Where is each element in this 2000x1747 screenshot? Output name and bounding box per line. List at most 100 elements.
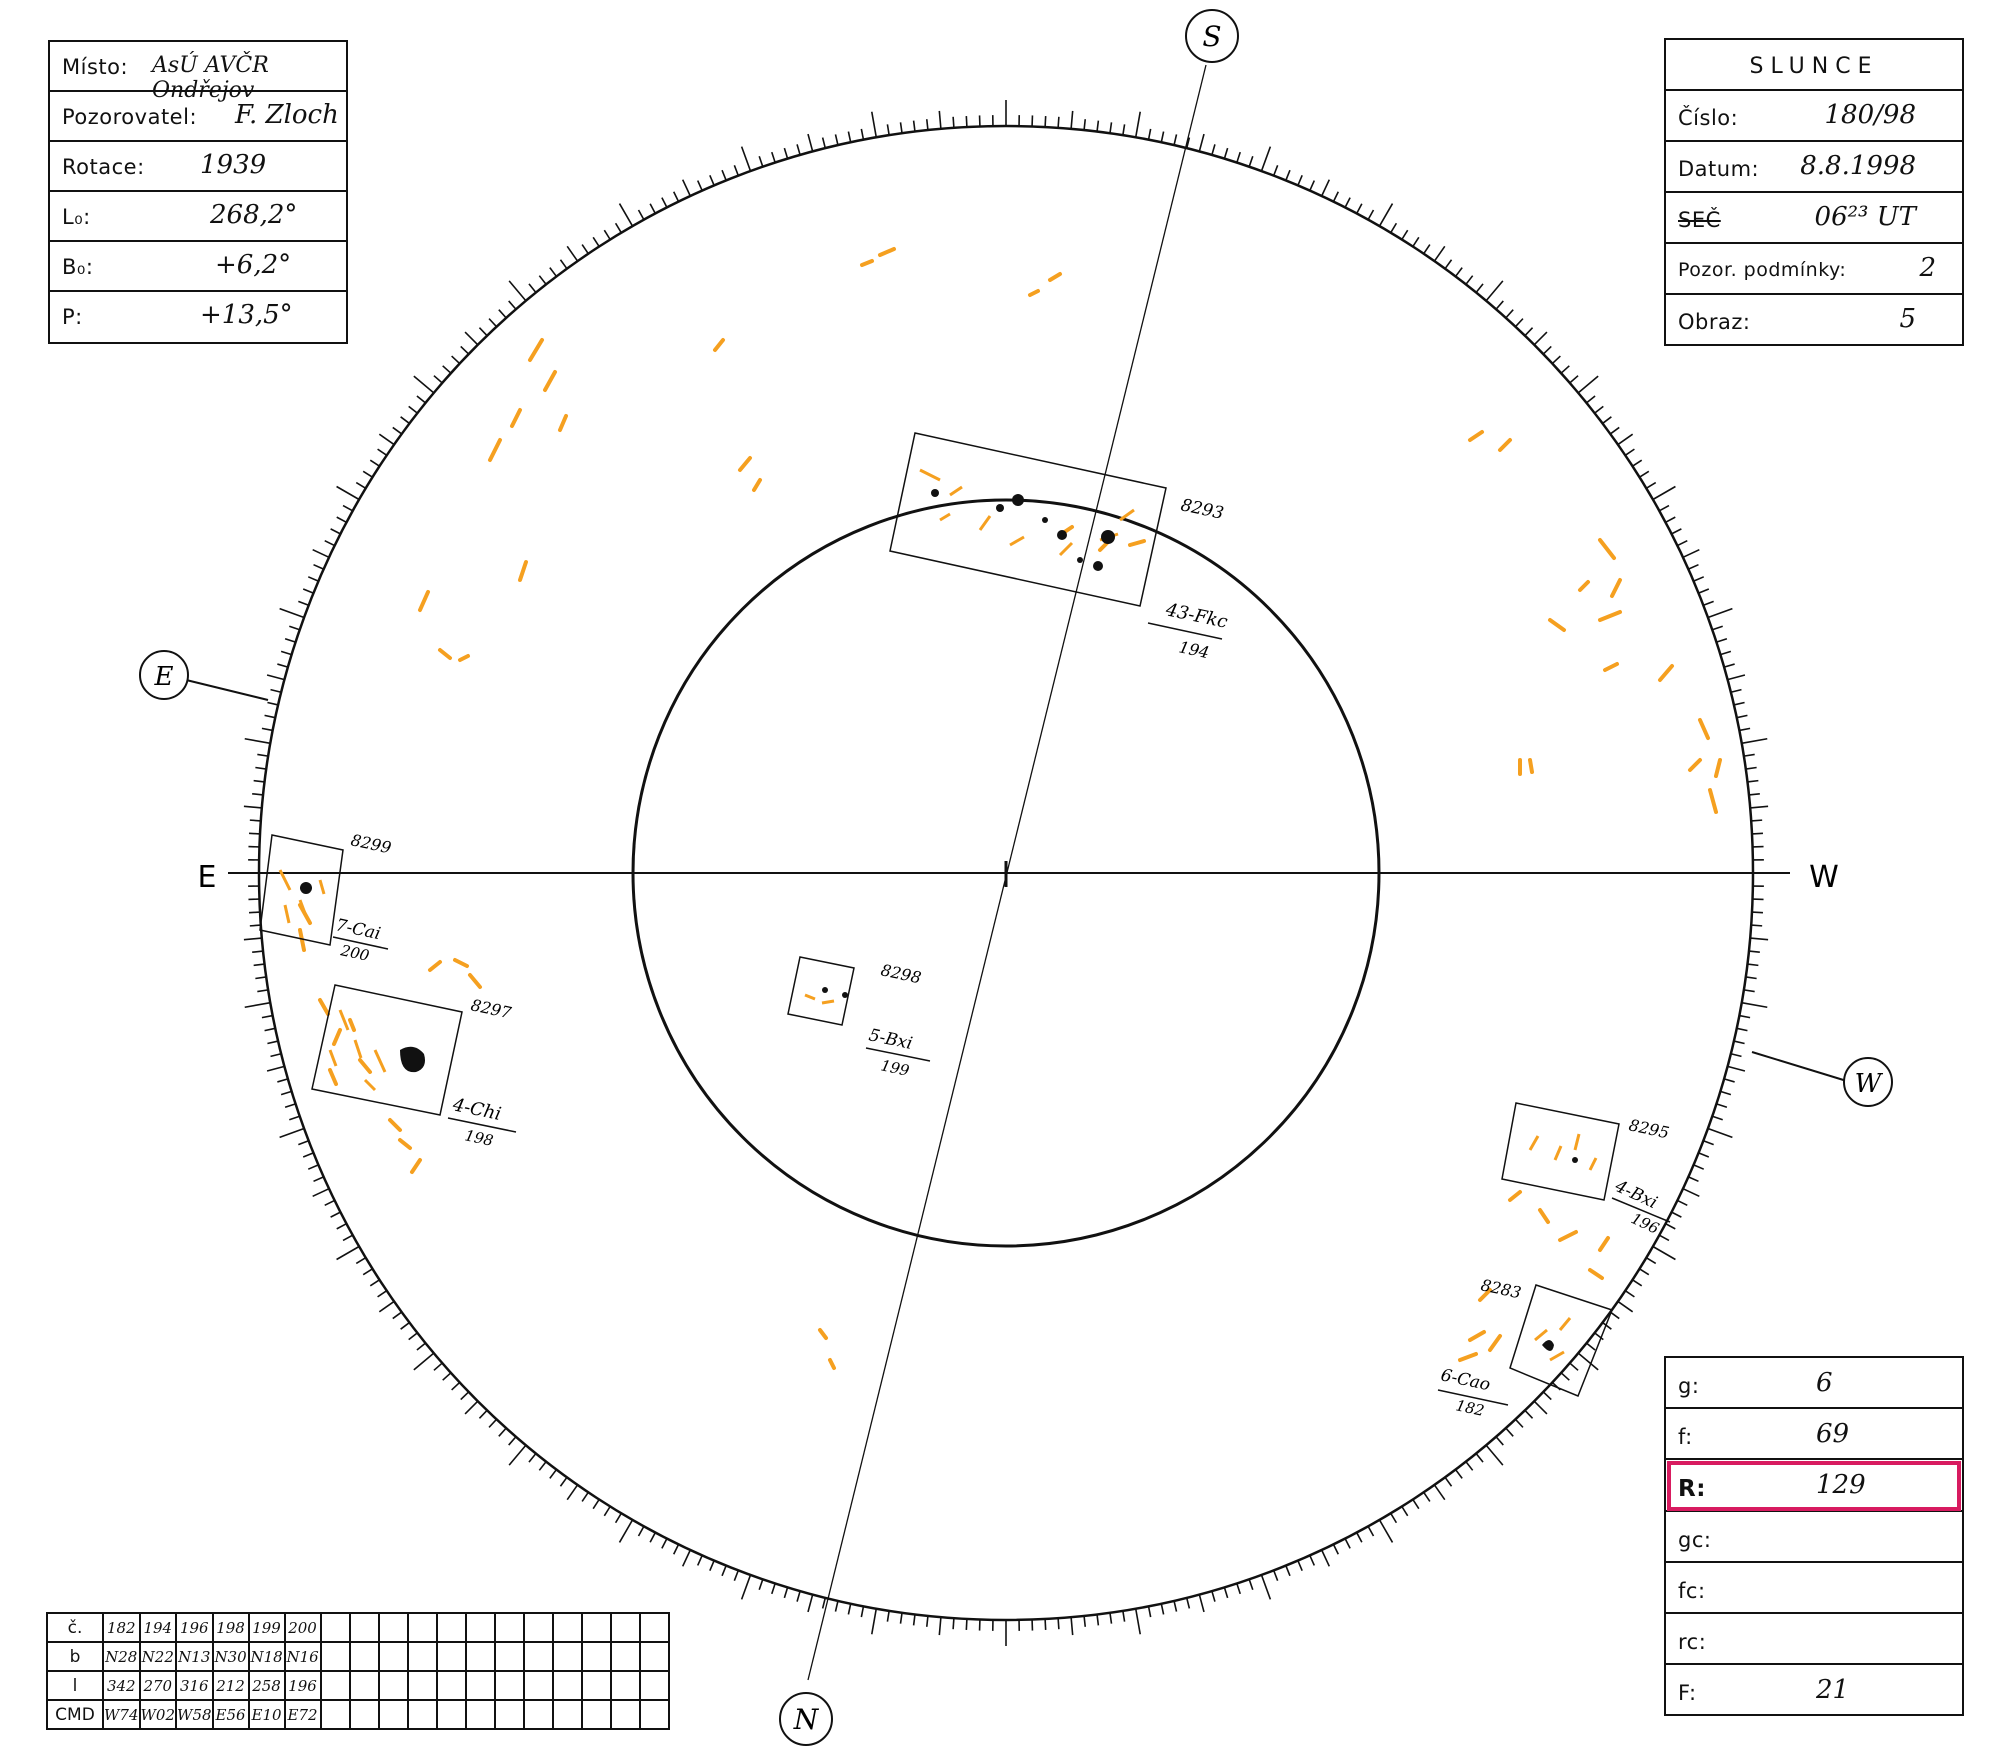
degree-tick [1677,1199,1688,1207]
degree-tick [721,1565,727,1577]
degree-tick [442,1372,452,1381]
table-cell [609,1670,641,1701]
degree-tick [1577,1352,1599,1371]
degree-tick [264,1027,276,1032]
degree-tick [413,1352,435,1371]
table-cell: 199 [247,1612,286,1643]
degree-tick [1698,1152,1710,1158]
degree-tick [1658,504,1670,512]
degree-tick [255,766,267,770]
degree-tick [538,275,547,285]
f-value: 69 [1816,1419,1850,1450]
degree-tick [312,548,330,559]
degree-tick [277,1078,289,1083]
degree-tick [1747,963,1759,967]
degree-tick [1454,1469,1463,1479]
degree-tick [1751,924,1763,927]
degree-tick [252,792,264,796]
degree-tick [342,504,354,512]
degree-tick [302,588,314,594]
table-cell: E72 [283,1699,322,1730]
table-cell [609,1641,641,1672]
degree-tick [1707,607,1733,619]
svg-text:199: 199 [879,1056,911,1080]
table-cell [580,1670,612,1701]
south-marker: S [1185,9,1239,63]
f-row: f: 69 [1666,1409,1962,1461]
degree-tick [1748,792,1760,796]
date-value: 8.8.1998 [1800,151,1916,181]
degree-tick [1723,663,1735,668]
degree-tick [289,625,300,631]
ff-label: F: [1678,1681,1697,1706]
degree-tick [581,1491,589,1502]
degree-tick [821,1597,827,1609]
east-label: E [198,860,217,895]
degree-tick [952,116,955,128]
degree-tick [740,146,752,172]
degree-tick [1355,203,1363,214]
degree-tick [400,1321,410,1330]
r-row-highlighted: R: 129 [1666,1460,1962,1512]
degree-tick [1551,355,1561,365]
degree-tick [1682,548,1700,559]
region-8298: 8298 5-Bxi 199 [787,956,931,1080]
table-cell: 258 [247,1670,286,1701]
degree-tick [1716,638,1728,643]
table-cell: N16 [283,1641,322,1672]
r-label: R: [1678,1476,1706,1503]
degree-tick [355,481,367,489]
degree-tick [1586,395,1596,404]
degree-tick [416,1342,426,1351]
degree-tick [1730,688,1742,694]
degree-tick [1609,1311,1620,1320]
table-cell [348,1612,380,1643]
region-8295: 8295 4-Bxi 196 [1501,1102,1671,1238]
degree-tick [681,179,692,197]
degree-tick [834,1600,839,1612]
table-cell [406,1670,438,1701]
ecliptic-east-line [177,677,269,701]
degree-tick [1272,165,1279,176]
degree-tick [1401,229,1409,240]
conditions-row: Pozor. podmínky: 2 [1666,244,1962,295]
degree-tick [330,528,341,535]
degree-tick [413,375,435,394]
table-cell [348,1641,380,1672]
degree-tick [1465,275,1474,285]
degree-tick [1727,1065,1746,1072]
table-cell [638,1670,670,1701]
table-cell [377,1641,409,1672]
degree-tick [1542,1391,1552,1401]
degree-tick [1745,766,1757,770]
degree-tick [378,1300,395,1313]
degree-tick [1185,137,1191,149]
degree-tick [1632,459,1643,467]
degree-tick [1378,203,1394,227]
degree-tick [249,924,261,927]
degree-tick [253,779,265,783]
date-label: Datum: [1678,157,1760,181]
degree-tick [783,147,789,159]
degree-tick [255,976,267,980]
svg-text:8299: 8299 [349,830,393,857]
degree-tick [324,539,335,547]
degree-tick [508,1444,527,1466]
degree-tick [1609,426,1620,435]
degree-tick [369,1279,380,1287]
ff-row: F: 21 [1666,1665,1962,1716]
degree-tick [1747,779,1759,783]
degree-tick [1712,625,1723,631]
rotation-label: Rotace: [62,155,145,179]
degree-tick [478,1409,488,1419]
degree-tick [1586,1342,1596,1351]
degree-tick [1122,1610,1126,1622]
degree-tick [771,1583,776,1595]
table-cell [551,1699,583,1730]
degree-tick [1444,259,1453,270]
degree-tick [1378,1519,1394,1543]
degree-tick [1750,937,1769,941]
degree-tick [1703,1139,1714,1146]
limb-degree-ticks [233,100,1779,1646]
image-row: Obraz: 5 [1666,295,1962,346]
